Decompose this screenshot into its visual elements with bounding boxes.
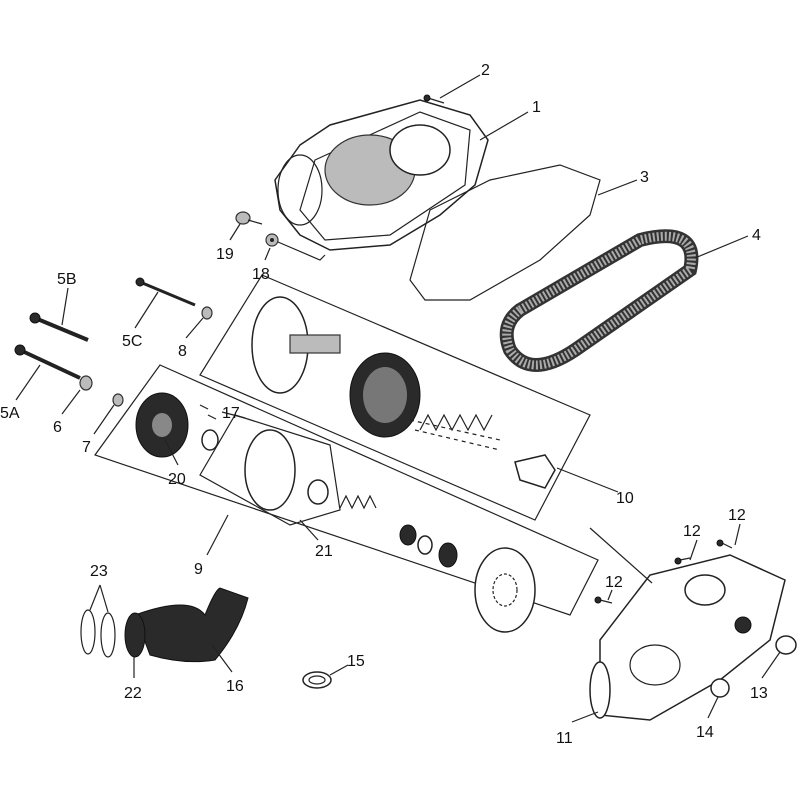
callout-20: 20 xyxy=(168,471,186,488)
part-3-gasket xyxy=(409,164,601,301)
callout-9: 9 xyxy=(194,561,203,578)
callout-5B: 5B xyxy=(57,271,77,288)
leader-lines xyxy=(15,74,781,723)
part-8-washer xyxy=(201,306,213,320)
part-5A-bolt xyxy=(14,344,81,380)
callout-12b: 12 xyxy=(728,507,746,524)
callout-5C: 5C xyxy=(122,333,142,350)
part-21-sheave xyxy=(244,429,296,511)
part-22-boot xyxy=(124,612,146,658)
callout-12a: 12 xyxy=(683,523,701,540)
callout-7: 7 xyxy=(82,439,91,456)
part-21-frame xyxy=(199,414,341,526)
part-10-spring xyxy=(419,413,493,432)
callout-10: 10 xyxy=(616,490,634,507)
part-18-washer xyxy=(265,233,279,247)
part-4-drive-belt xyxy=(499,229,699,372)
callout-labels: 1 2 3 4 5A 5B 5C 6 7 8 9 10 11 12 12 12 … xyxy=(0,62,768,747)
callout-18: 18 xyxy=(252,266,270,283)
callout-2: 2 xyxy=(481,62,490,79)
part-9-spring xyxy=(339,494,377,510)
callout-23: 23 xyxy=(90,563,108,580)
part-9-fan-sheave xyxy=(474,547,536,633)
part-5B-bolt xyxy=(29,312,89,342)
part-13-seal xyxy=(775,635,797,655)
part-16-air-duct xyxy=(134,587,249,663)
part-10-cam xyxy=(514,454,556,489)
callout-15: 15 xyxy=(347,653,365,670)
part-14-seal xyxy=(710,678,730,698)
callout-21: 21 xyxy=(315,543,333,560)
callout-6: 6 xyxy=(53,419,62,436)
callout-14: 14 xyxy=(696,724,714,741)
callout-12c: 12 xyxy=(605,574,623,591)
callout-4: 4 xyxy=(752,227,761,244)
callout-13: 13 xyxy=(750,685,768,702)
callout-16: 16 xyxy=(226,678,244,695)
part-9-frame xyxy=(94,364,599,616)
part-11-inner-cover xyxy=(589,554,786,721)
part-12-screws xyxy=(594,539,733,604)
part-2-screw xyxy=(423,94,445,104)
part-6-washer xyxy=(79,375,93,391)
callout-19: 19 xyxy=(216,246,234,263)
part-15-ring xyxy=(302,671,332,689)
part-10-frame xyxy=(199,274,591,521)
part-20-weights xyxy=(135,392,189,458)
part-23-clamps xyxy=(80,609,116,658)
callout-5A: 5A xyxy=(0,405,20,422)
callout-8: 8 xyxy=(178,343,187,360)
callout-22: 22 xyxy=(124,685,142,702)
part-1-outer-cover xyxy=(274,99,489,251)
part-7-washer xyxy=(112,393,124,407)
part-21-bushing xyxy=(307,479,329,505)
part-19-bolt xyxy=(235,211,263,225)
callout-1: 1 xyxy=(532,99,541,116)
callout-11: 11 xyxy=(556,730,573,747)
part-5C-bolt xyxy=(135,277,196,307)
callout-17: 17 xyxy=(222,405,240,422)
callout-3: 3 xyxy=(640,169,649,186)
